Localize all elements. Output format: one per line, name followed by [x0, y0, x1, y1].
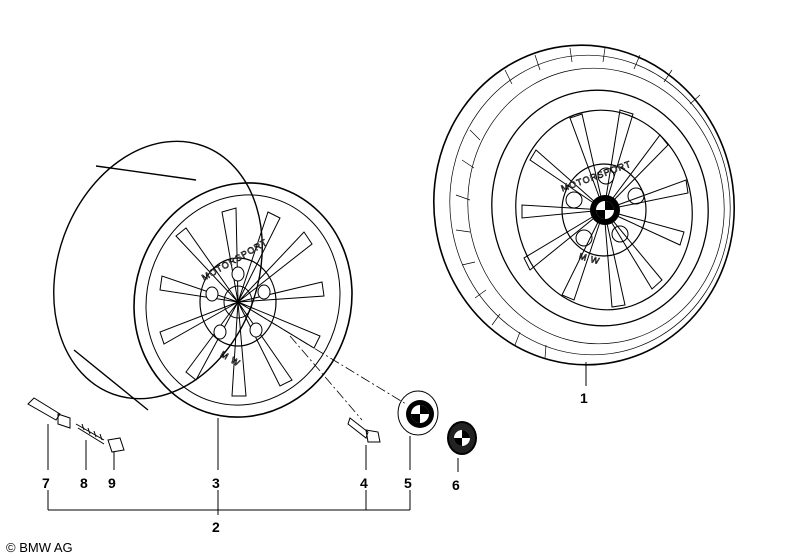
- callout-5: 5: [404, 475, 412, 491]
- assembly-axis-line: [237, 301, 407, 405]
- callout-2: 2: [212, 519, 220, 535]
- copyright-notice: © BMW AG: [6, 540, 73, 555]
- rim-badge: M W: [578, 251, 601, 266]
- bolt-holes: [205, 266, 271, 340]
- callout-4: 4: [360, 475, 368, 491]
- valve-cap: [107, 437, 125, 453]
- lug-nuts: [565, 167, 645, 247]
- rim-badge: M W: [219, 349, 243, 368]
- leader-lines: [47, 362, 587, 515]
- callout-3: 3: [212, 475, 220, 491]
- bmw-roundel-icon: [590, 195, 620, 225]
- bmw-roundel-icon: [411, 405, 429, 423]
- callout-1: 1: [580, 390, 588, 406]
- callout-7: 7: [42, 475, 50, 491]
- wheel-bolt: [347, 417, 381, 443]
- valve-insert: [75, 423, 105, 445]
- wheel-spokes: [521, 109, 689, 308]
- rim-spokes: [159, 207, 325, 397]
- callout-9: 9: [108, 475, 116, 491]
- callout-8: 8: [80, 475, 88, 491]
- light-alloy-rim: MOTORSPORT M W: [53, 140, 353, 418]
- complete-wheel-assembly: MOTORSPORT M W: [432, 44, 736, 366]
- tire-tread-pattern: [449, 47, 731, 359]
- callout-6: 6: [452, 477, 460, 493]
- bolt-axis-line: [289, 335, 363, 421]
- valve: [27, 397, 71, 429]
- emblem: [447, 421, 477, 455]
- hub-cap: [397, 390, 439, 436]
